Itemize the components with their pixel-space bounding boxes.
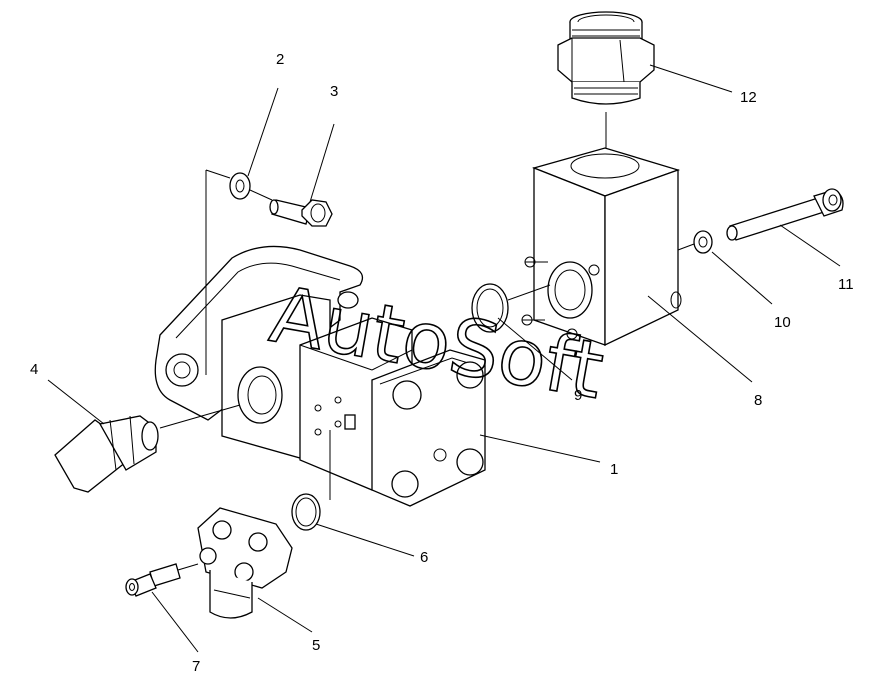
part-5-flange-elbow	[197, 507, 293, 619]
part-3-hex-bolt	[269, 199, 333, 227]
callout-1: 1	[610, 461, 618, 478]
axis-4	[159, 404, 241, 429]
part-4-fitting	[54, 415, 159, 493]
callout-2: 2	[276, 51, 284, 68]
callout-3: 3	[330, 83, 338, 100]
part-8-valve-block	[521, 147, 682, 347]
axis-2-3	[205, 169, 273, 375]
part-6-o-ring	[291, 493, 321, 531]
callout-11: 11	[838, 276, 854, 293]
axis-9	[507, 284, 551, 301]
callout-4: 4	[30, 361, 38, 378]
axis-10-block	[677, 243, 695, 251]
part-11-cap-screw	[726, 188, 844, 241]
part-10-washer	[693, 230, 713, 254]
callout-labels: 1 2 3 4 5 6 7 8 9 10 11 12	[30, 51, 854, 675]
leader-lines	[47, 64, 841, 653]
callout-12: 12	[740, 89, 757, 106]
part-1-gear-pump	[154, 245, 486, 507]
callout-8: 8	[754, 392, 762, 409]
callout-6: 6	[420, 549, 428, 566]
part-2-washer	[229, 172, 251, 200]
part-7-cap-screw	[125, 563, 199, 597]
callout-10: 10	[774, 314, 791, 331]
part-9-o-ring	[471, 283, 509, 333]
callout-5: 5	[312, 637, 320, 654]
callout-7: 7	[192, 658, 200, 675]
part-12-fitting	[557, 11, 655, 105]
callout-9: 9	[574, 387, 582, 404]
